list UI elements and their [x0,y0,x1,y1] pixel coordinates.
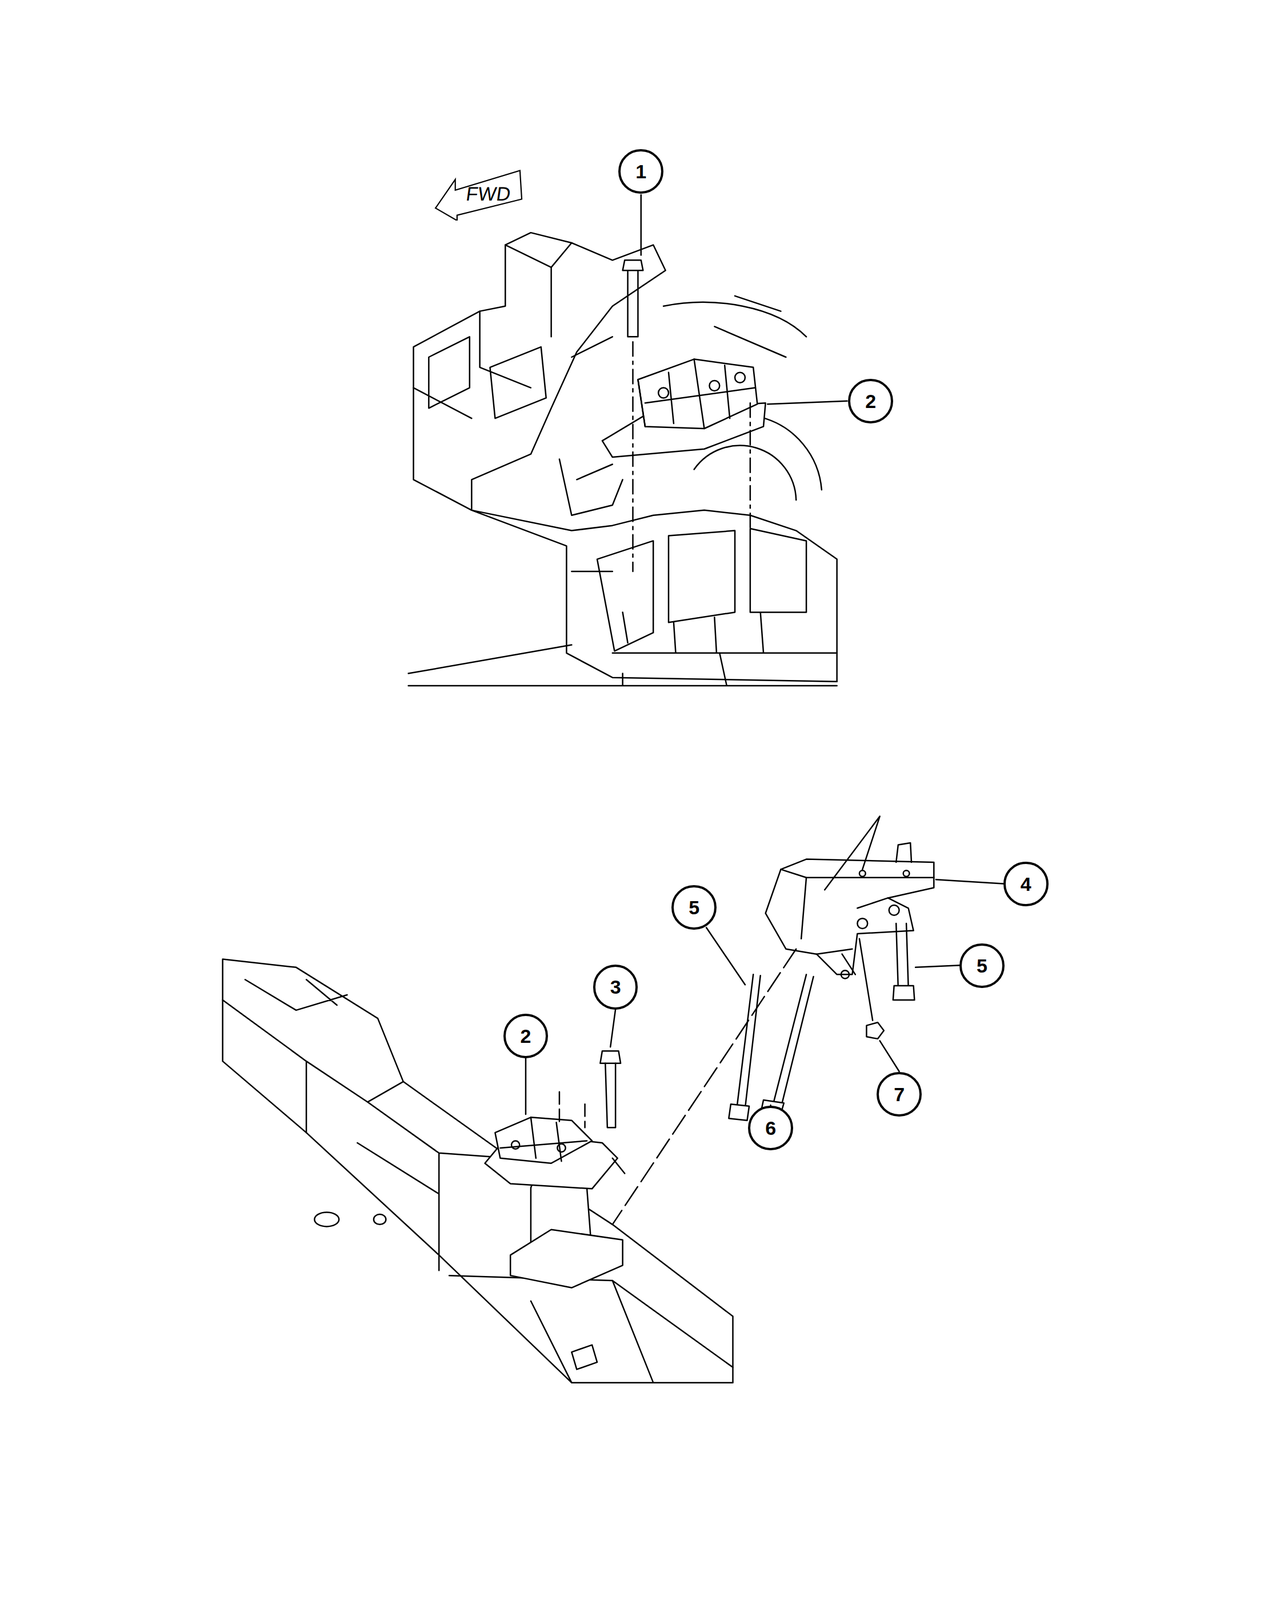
bracket-hole [857,918,868,929]
arrow-shape [435,170,522,221]
mount-detail [637,359,755,429]
callout-number: 5 [959,943,1005,989]
bracket-hole [903,870,910,877]
frame-outline [413,232,666,511]
rail-slot [571,1345,598,1370]
rail-hole [314,1212,339,1227]
cross-member [471,510,837,682]
bracket-hole [859,870,866,877]
bracket-hole [889,905,900,916]
mount-block [494,1117,592,1163]
bolt-3 [600,1050,621,1128]
engine-mount-bottom [485,1117,626,1288]
bolt-shaft [896,923,908,988]
nut [866,1022,884,1039]
frame-detail [413,242,613,419]
cross-member-detail [571,528,837,654]
frame-rail [222,959,734,1383]
center-line [633,341,751,572]
callout-number: 5 [671,885,717,931]
engine-mount-top [602,359,766,458]
bolt-head [893,985,915,1000]
rail-detail [222,979,734,1383]
callout-number: 4 [1003,861,1049,907]
callout-text: 3 [610,977,622,997]
bolt-head [728,1104,750,1121]
rail-outline [222,959,734,1383]
callout-text: 5 [976,956,988,976]
bracket-hole [841,970,850,979]
direction-label: FWD [465,184,512,204]
mount-bracket-lower [559,459,623,516]
stud-line [859,938,873,1021]
callout-number: 3 [593,964,639,1010]
mount-foot [510,1229,623,1288]
leader-line [525,816,1004,1120]
bolt-1 [622,260,644,337]
bolt-head [622,260,644,271]
mount-hole [734,372,746,383]
bolt-head [600,1050,621,1063]
bolt-shaft [773,974,814,1104]
bolt-shaft [628,270,639,337]
bracket-stud [896,842,912,863]
callout-text: 6 [765,1118,776,1138]
leader-line [641,194,848,404]
mount-hole [658,388,669,399]
center-line [612,949,796,1225]
bracket-detail [780,869,934,975]
callout-text: 2 [520,1026,531,1046]
callout-number: 6 [748,1105,794,1151]
frame-structure [408,232,838,686]
callout-text: 7 [893,1084,905,1104]
callout-number: 2 [848,378,894,424]
mount-hole [709,380,720,391]
rail-hole [373,1214,386,1225]
callout-number: 2 [503,1013,549,1059]
callout-text: 5 [688,897,700,918]
mount-block [637,359,758,429]
lower-rail [408,645,838,686]
mount-hole [511,1140,520,1149]
center-line [559,1092,586,1128]
bolt-shaft [737,974,761,1108]
callout-number: 1 [618,149,664,195]
callout-text: 1 [635,161,647,182]
bolt-shaft [605,1063,616,1128]
callout-text: 4 [1020,874,1032,894]
mount-hole [557,1144,566,1152]
direction-arrow: FWD [433,163,524,221]
callout-text: 2 [865,391,876,411]
callout-number: 7 [876,1072,922,1118]
mount-detail [500,1117,625,1174]
